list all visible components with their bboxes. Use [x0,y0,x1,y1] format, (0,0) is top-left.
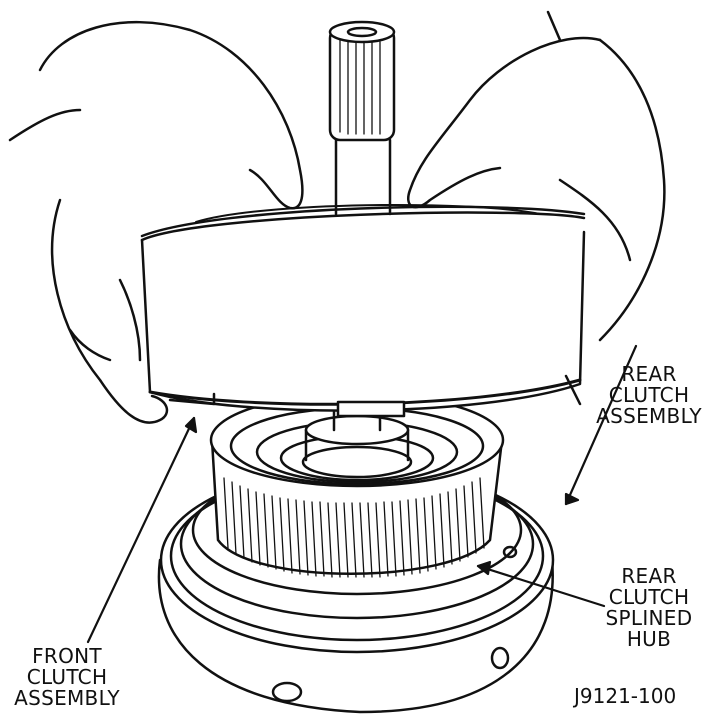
splined-hub-label-line-2: CLUTCH [608,585,690,609]
rear-clutch-drum [140,203,586,418]
splined-hub-label-line-4: HUB [626,627,672,651]
splined-hub-label-line-3: SPLINED [605,606,693,630]
rear-clutch-label-line-1: REAR [621,362,677,386]
input-shaft [328,20,396,216]
rear-clutch-splined-hub-label: REAR CLUTCH SPLINED HUB [594,566,704,650]
rear-clutch-leader [564,344,638,506]
right-hand [407,10,666,342]
left-hand [8,20,304,424]
rear-clutch-assembly-label: REAR CLUTCH ASSEMBLY [586,364,712,427]
splined-hub [209,392,505,578]
rear-clutch-label-line-3: ASSEMBLY [596,404,702,428]
front-clutch-label-line-2: CLUTCH [26,665,108,689]
rear-clutch-label-line-2: CLUTCH [608,383,690,407]
splined-hub-label-line-1: REAR [621,564,677,588]
front-clutch-leader [86,416,196,644]
splined-hub-leader [476,564,606,608]
figure-id: J9121-100 [574,684,677,708]
front-clutch-label-line-3: ASSEMBLY [14,686,120,710]
front-clutch-label-line-1: FRONT [32,644,102,668]
leader-lines [86,344,638,644]
front-clutch-assembly-label: FRONT CLUTCH ASSEMBLY [0,646,134,709]
